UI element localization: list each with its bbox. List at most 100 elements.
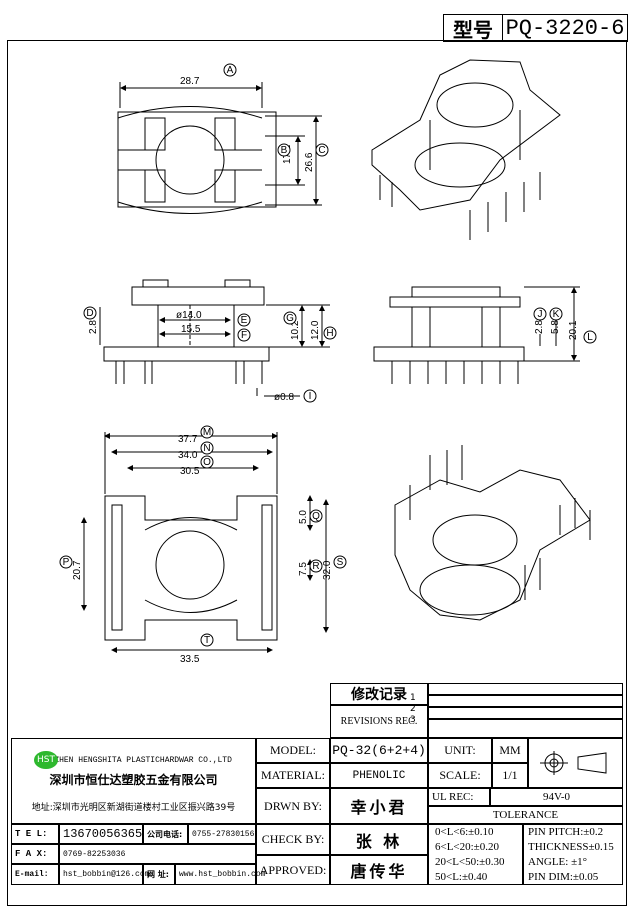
dim-H: 12.0: [310, 320, 321, 340]
bottom-view: [81, 432, 329, 653]
dim-G: 10.2: [290, 320, 301, 340]
callout-q: Q: [312, 511, 320, 522]
callout-circle: [309, 509, 323, 523]
tolerance-row: 0<L<6:±0.10: [435, 825, 494, 838]
dim-S: 32.0: [322, 560, 333, 580]
dim-F: 15.5: [181, 324, 201, 335]
isometric-view-bottom: [394, 445, 591, 621]
dim-L: 20.1: [568, 320, 579, 340]
ul-value: 94V-0: [490, 788, 623, 806]
tolerance-label: TOLERANCE: [428, 806, 623, 824]
drawn-value: 幸小君: [330, 788, 428, 824]
callout-circle: [59, 555, 73, 569]
callout-circle: [283, 311, 297, 325]
callout-a: A: [227, 65, 234, 76]
dim-M: 37.7: [178, 434, 198, 445]
callout-b: B: [281, 145, 288, 156]
dim-C: 26.6: [304, 152, 315, 172]
tolerance-row: ANGLE: ±1°: [528, 855, 588, 868]
dim-D: 2.8: [88, 320, 99, 334]
callout-circle: [277, 143, 291, 157]
dim-I: ø0.8: [274, 392, 294, 403]
company-block: HST SHENZHEN HENGSHITA PLASTICHARDWAR CO…: [11, 738, 256, 824]
tolerance-list: 0<L<6:±0.10 6<L<20:±0.20 20<L<50:±0.30 5…: [428, 824, 523, 885]
side-view: [373, 286, 580, 384]
tolerance-row: THICKNESS±0.15: [528, 840, 614, 853]
callout-f: F: [241, 330, 247, 341]
fax-value: 0769-82253036: [59, 844, 256, 864]
approved-label: APPROVED:: [256, 855, 330, 885]
callout-o: O: [203, 457, 211, 468]
revision-row-4: [428, 719, 623, 738]
unit-value: MM: [492, 738, 528, 763]
web-value: www.hst_bobbin.com: [175, 864, 265, 885]
callout-circle: [83, 306, 97, 320]
callout-k: K: [553, 309, 560, 320]
callout-circle: [200, 425, 214, 439]
callout-circle: [533, 307, 547, 321]
tolerance-list-right: PIN PITCH:±0.2 THICKNESS±0.15 ANGLE: ±1°…: [523, 824, 623, 885]
revision-row-2: [428, 695, 623, 707]
tolerance-row: PIN DIM:±0.05: [528, 870, 599, 883]
ul-label: UL REC:: [428, 788, 490, 806]
isometric-view-top: [371, 59, 561, 240]
model-value: PQ-32(6+2+4): [330, 738, 428, 763]
callout-e: E: [241, 315, 248, 326]
front-view: [99, 279, 330, 397]
callout-c: C: [318, 145, 325, 156]
email-value: hst_bobbin@126.com: [59, 864, 149, 885]
dim-A: 28.7: [180, 76, 200, 87]
callout-circle: [315, 143, 329, 157]
company-name-cn: 深圳市恒仕达塑胶五金有限公司: [49, 772, 218, 787]
callout-circle: [200, 441, 214, 455]
top-view: [117, 82, 322, 214]
revision-row-3: [428, 707, 623, 719]
approved-value: 唐传华: [330, 855, 428, 885]
dim-K: 5.8: [550, 320, 561, 334]
callout-m: M: [203, 427, 211, 438]
callout-j: J: [538, 309, 543, 320]
revision-row-1: [428, 683, 623, 695]
type-label: 型号: [444, 15, 503, 42]
web-label: 网 址:: [143, 864, 175, 885]
tel-label: T E L:: [11, 824, 59, 844]
drawn-label: DRWN BY:: [256, 788, 330, 824]
callout-circle: [200, 633, 214, 647]
check-value: 张 林: [330, 824, 428, 855]
callout-circle: [303, 389, 317, 403]
material-label: MATERIAL:: [256, 763, 330, 788]
email-label: E-mail:: [11, 864, 59, 885]
callout-circle: [223, 63, 237, 77]
tolerance-row: PIN PITCH:±0.2: [528, 825, 604, 838]
callout-circle: [323, 326, 337, 340]
tolerance-row: 20<L<50:±0.30: [435, 855, 505, 868]
callout-circle: [583, 330, 597, 344]
dim-E: ø14.0: [176, 310, 202, 321]
scale-value: 1/1: [492, 763, 528, 788]
company-address: 地址:深圳市光明区新湖街道楼村工业区振兴路39号: [31, 802, 236, 813]
unit-label: UNIT:: [428, 738, 492, 763]
callout-circle: [237, 328, 251, 342]
callout-r: R: [312, 561, 319, 572]
dim-T: 33.5: [180, 654, 200, 665]
drawing-frame: [7, 40, 627, 906]
model-label: MODEL:: [256, 738, 330, 763]
title-block-top: 型号 PQ-3220-6: [443, 14, 628, 42]
model-number: PQ-3220-6: [505, 15, 625, 41]
callout-circle: [549, 307, 563, 321]
revisions-title-cn: 修改记录: [330, 683, 428, 705]
revisions-title-en: REVISIONS REC.: [330, 705, 428, 738]
dim-P: 20.7: [72, 560, 83, 580]
company-logo: HST: [34, 751, 58, 769]
callout-g: G: [286, 313, 294, 324]
fax-label: F A X:: [11, 844, 59, 864]
company-name-en: SHENZHEN HENGSHITA PLASTICHARDWAR CO.,LT…: [35, 755, 232, 765]
callout-i: I: [309, 391, 312, 402]
callout-n: N: [203, 443, 210, 454]
callout-s: S: [337, 557, 344, 568]
dim-R: 7.5: [298, 562, 309, 576]
dim-J: 2.8: [534, 320, 545, 334]
